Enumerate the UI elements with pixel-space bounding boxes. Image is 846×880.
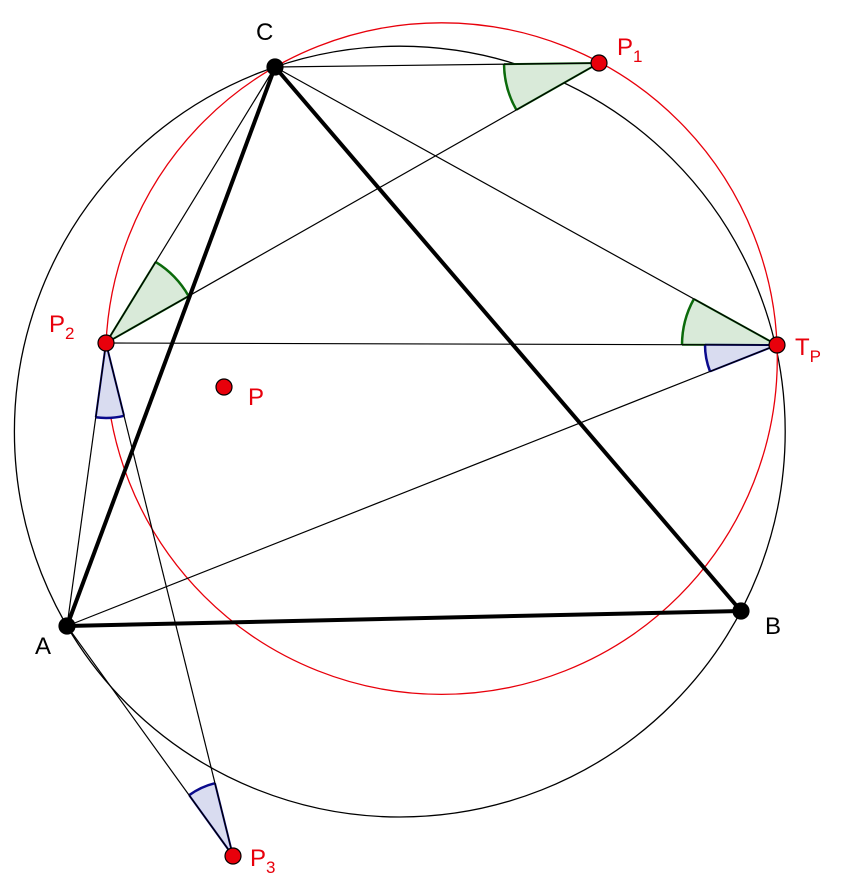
angle-marker-P2-blue-fill bbox=[95, 343, 125, 419]
label-P2: P2 bbox=[49, 311, 74, 343]
points bbox=[58, 54, 786, 865]
triangle-sides bbox=[65, 65, 743, 628]
angle-marker-TP-green-fill bbox=[682, 298, 777, 345]
point-TP bbox=[768, 336, 786, 354]
side-CA bbox=[65, 66, 277, 627]
point-P2 bbox=[97, 334, 115, 352]
angle-markers bbox=[94, 62, 778, 857]
line-P2-TP bbox=[105, 342, 778, 346]
line-P2-P3 bbox=[105, 342, 234, 857]
line-C-TP bbox=[274, 66, 778, 346]
circumcircle bbox=[13, 45, 786, 818]
line-A-TP bbox=[66, 344, 778, 627]
angle-marker-P2-green-fill bbox=[106, 261, 189, 343]
label-P3: P3 bbox=[250, 845, 275, 877]
point-C bbox=[266, 58, 284, 76]
label-P: P bbox=[248, 384, 264, 411]
line-P2-P1 bbox=[105, 62, 600, 344]
line-C-P1 bbox=[274, 62, 600, 68]
point-P3 bbox=[224, 847, 242, 865]
angle-marker-P1 bbox=[502, 64, 518, 111]
label-C: C bbox=[256, 19, 273, 46]
line-A-P3 bbox=[66, 625, 234, 857]
angle-marker-P2-green bbox=[154, 260, 190, 297]
label-TP: TP bbox=[795, 334, 821, 366]
side-AB bbox=[66, 609, 742, 628]
thin-lines bbox=[66, 62, 778, 857]
label-P1: P1 bbox=[617, 34, 642, 66]
point-P bbox=[215, 378, 233, 396]
side-BC bbox=[273, 65, 743, 613]
angle-marker-P3-fill bbox=[189, 783, 233, 856]
line-A-P2 bbox=[66, 342, 107, 627]
label-A: A bbox=[35, 633, 51, 660]
angle-marker-P1-fill bbox=[504, 63, 599, 110]
red-circle bbox=[105, 22, 778, 696]
point-A bbox=[58, 617, 76, 635]
point-P1 bbox=[590, 54, 608, 72]
point-B bbox=[732, 602, 750, 620]
angle-marker-TP-green bbox=[680, 298, 695, 345]
label-B: B bbox=[765, 613, 781, 640]
line-C-P2 bbox=[105, 66, 276, 344]
